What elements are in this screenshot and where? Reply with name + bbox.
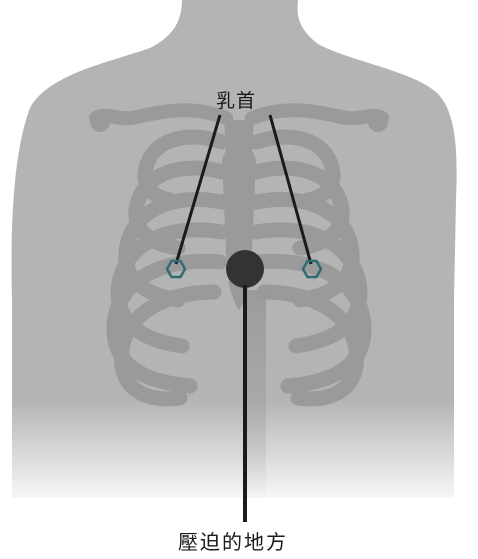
compression-shadow: [244, 290, 266, 500]
compression-point-label: 壓迫的地方: [178, 526, 288, 555]
nipple-label: 乳首: [216, 86, 256, 113]
compression-point-dot: [226, 250, 264, 288]
torso-fade: [0, 400, 478, 510]
